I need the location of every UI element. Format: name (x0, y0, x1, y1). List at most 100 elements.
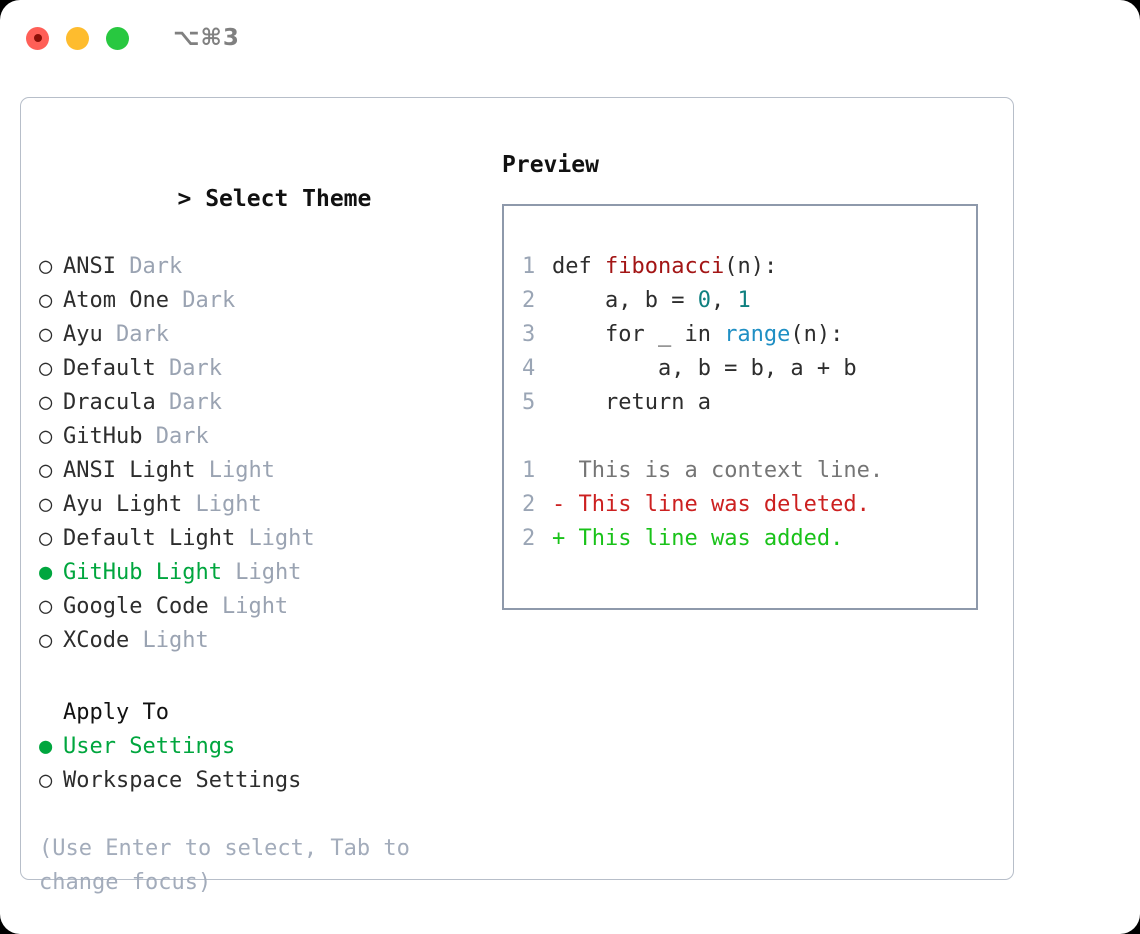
spacer (142, 424, 155, 449)
select-theme-header: > Select Theme (39, 148, 489, 250)
theme-option-label: Default Light (63, 526, 236, 551)
radio-unselected-icon: ○ (39, 768, 53, 793)
diff-text: This line was added. (578, 526, 844, 551)
spacer (129, 628, 142, 653)
code-token-func: fibonacci (604, 254, 725, 279)
close-button[interactable] (26, 26, 49, 50)
keyboard-hint: (Use Enter to select, Tab to change focu… (39, 836, 424, 895)
diff-marker: + (552, 526, 579, 551)
code-token-plain: (n): (724, 254, 778, 279)
code-token-num: 1 (737, 288, 751, 313)
code-line: 3 for _ in range(n): (522, 318, 968, 352)
theme-option-label: Default (63, 356, 156, 381)
theme-option-atom-one[interactable]: ○Atom One Dark (39, 284, 489, 318)
theme-option-google-code[interactable]: ○ Google Code Light (39, 590, 489, 624)
radio-unselected-icon: ○ (39, 390, 53, 415)
line-number: 2 (522, 288, 536, 313)
code-token-plain: for _ in (552, 322, 725, 347)
theme-option-label: Dracula (63, 390, 156, 415)
code-token-plain: return a (552, 390, 711, 415)
theme-variant-tag: Light (248, 526, 315, 551)
line-number: 1 (522, 254, 536, 279)
theme-option-label: Atom One (63, 288, 169, 313)
theme-option-label: XCode (63, 628, 130, 653)
theme-option-default[interactable]: ○ Default Dark (39, 352, 489, 386)
theme-option-xcode[interactable]: ○ XCode Light (39, 624, 489, 658)
radio-unselected-icon: ○ (39, 356, 53, 381)
theme-variant-tag: Light (208, 458, 275, 483)
theme-option-ansi[interactable]: ○ ANSI Dark (39, 250, 489, 284)
theme-option-ansi-light[interactable]: ○ ANSI Light Light (39, 454, 489, 488)
diff-line: 1 This is a context line. (522, 454, 968, 488)
radio-selected-icon: ● (39, 560, 53, 585)
radio-unselected-icon: ○ (39, 288, 53, 313)
theme-option-ayu-light[interactable]: ○Ayu Light Light (39, 488, 489, 522)
spacer (209, 594, 222, 619)
traffic-lights (26, 26, 129, 50)
apply-to-option-workspace-settings[interactable]: ○ Workspace Settings (39, 764, 489, 798)
radio-unselected-icon: ○ (39, 458, 53, 483)
spacer (103, 322, 116, 347)
theme-variant-tag: Dark (129, 254, 183, 279)
code-token-plain: , (710, 288, 738, 313)
code-token-plain: a, b = (552, 288, 698, 313)
diff-line: 2+ This line was added. (522, 522, 968, 556)
code-line: 2 a, b = 0, 1 (522, 284, 968, 318)
spacer (169, 288, 182, 313)
theme-option-label: ANSI Light (63, 458, 196, 483)
spacer (182, 492, 195, 517)
theme-option-dracula[interactable]: ○ Dracula Dark (39, 386, 489, 420)
spacer (522, 420, 968, 454)
theme-variant-tag: Dark (116, 322, 169, 347)
radio-selected-icon: ● (39, 734, 53, 759)
radio-unselected-icon: ○ (39, 594, 53, 619)
theme-option-default-light[interactable]: ○Default Light Light (39, 522, 489, 556)
apply-to-option-user-settings[interactable]: ●User Settings (39, 730, 489, 764)
spacer (39, 658, 489, 696)
diff-marker (552, 458, 579, 483)
window-title: ⌥⌘3 (173, 25, 240, 51)
theme-option-label: Ayu (63, 322, 103, 347)
zoom-button[interactable] (106, 26, 129, 50)
spacer (39, 798, 489, 832)
theme-variant-tag: Light (142, 628, 209, 653)
spacer (156, 390, 169, 415)
radio-unselected-icon: ○ (39, 628, 53, 653)
radio-unselected-icon: ○ (39, 424, 53, 449)
diff-marker: - (552, 492, 579, 517)
theme-option-label: Ayu Light (63, 492, 183, 517)
theme-option-ayu[interactable]: ○ Ayu Dark (39, 318, 489, 352)
line-number: 5 (522, 390, 536, 415)
diff-text: This line was deleted. (578, 492, 870, 517)
line-number: 4 (522, 356, 536, 381)
main-panel: > Select Theme ○ANSI Dark○Atom One Dark○… (20, 97, 1014, 895)
diff-line: 2- This line was deleted. (522, 488, 968, 522)
line-number: 1 (522, 458, 536, 483)
theme-option-github-light[interactable]: ●GitHub Light Light (39, 556, 489, 590)
radio-unselected-icon: ○ (39, 322, 53, 347)
diff-sample: 1 This is a context line.2- This line wa… (522, 454, 968, 556)
minimize-button[interactable] (66, 26, 89, 50)
apply-to-list: ●User Settings ○ Workspace Settings (39, 730, 489, 798)
theme-variant-tag: Dark (168, 390, 222, 415)
spacer (156, 356, 169, 381)
code-line: 4 a, b = b, a + b (522, 352, 968, 386)
theme-option-label: ANSI (63, 254, 116, 279)
theme-option-github[interactable]: ○GitHub Dark (39, 420, 489, 454)
apply-to-option-label: Workspace Settings (63, 768, 302, 793)
code-token-plain: (n): (790, 322, 844, 347)
radio-unselected-icon: ○ (39, 492, 53, 517)
spacer (235, 526, 248, 551)
theme-variant-tag: Light (221, 594, 289, 619)
apply-to-header: Apply To (63, 700, 169, 725)
theme-option-label: Google Code (63, 594, 209, 619)
theme-variant-tag: Dark (168, 356, 222, 381)
radio-unselected-icon: ○ (39, 254, 53, 279)
select-theme-label: Select Theme (205, 186, 372, 212)
code-line: 5 return a (522, 386, 968, 420)
